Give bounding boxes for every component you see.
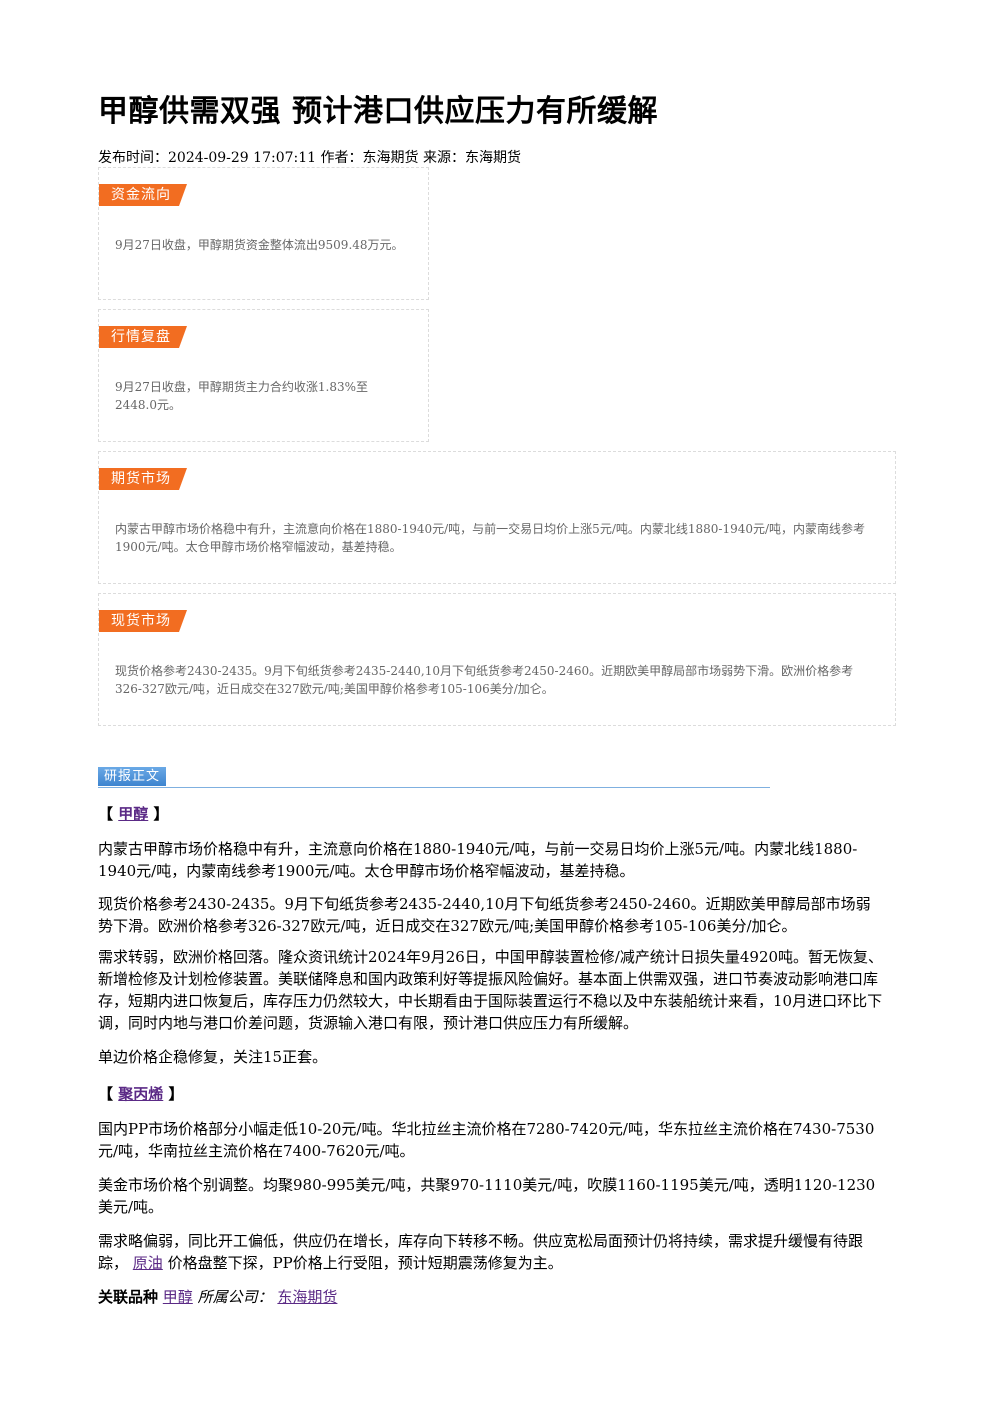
paragraph: 需求转弱，欧洲价格回落。隆众资讯统计2024年9月26日，中国甲醇装置检修/减产… [98,948,884,1032]
polypropylene-link[interactable]: 聚丙烯 [118,1085,164,1103]
paragraph: 现货价格参考2430-2435。9月下旬纸货参考2435-2440,10月下旬纸… [98,895,871,935]
summary-text: 9月27日收盘，甲醇期货主力合约收涨1.83%至2448.0元。 [115,380,369,412]
source-label: 来源： [422,150,465,166]
summary-text: 9月27日收盘，甲醇期货资金整体流出9509.48万元。 [115,238,404,252]
publish-label: 发布时间： [98,150,168,166]
summary-tag: 期货市场 [99,468,187,490]
summary-box-market-review: 行情复盘 9月27日收盘，甲醇期货主力合约收涨1.83%至2448.0元。 [98,309,429,442]
summary-box-fund-flow: 资金流向 9月27日收盘，甲醇期货资金整体流出9509.48万元。 [98,167,429,300]
section-heading-polypropylene: 【 聚丙烯 】 [98,1085,184,1103]
author: 东海期货 [362,150,419,166]
summary-tag: 现货市场 [99,610,187,632]
crude-oil-link[interactable]: 原油 [132,1254,163,1272]
paragraph: 内蒙古甲醇市场价格稳中有升，主流意向价格在1880-1940元/吨，与前一交易日… [98,840,858,880]
summary-box-spot-market: 现货市场 现货价格参考2430-2435。9月下旬纸货参考2435-2440,1… [98,593,896,726]
paragraph: 美金市场价格个别调整。均聚980-995美元/吨，共聚970-1110美元/吨，… [98,1176,876,1216]
summary-text: 内蒙古甲醇市场价格稳中有升，主流意向价格在1880-1940元/吨，与前一交易日… [115,522,866,554]
summary-tag: 资金流向 [99,184,187,206]
report-heading-bar: 研报正文 [98,767,770,788]
company-link[interactable]: 东海期货 [277,1288,338,1306]
article-title: 甲醇供需双强 预计港口供应压力有所缓解 [98,94,658,129]
report-heading: 研报正文 [98,767,167,786]
company-label: 所属公司： [197,1288,273,1306]
article-meta: 发布时间：2024-09-29 17:07:11 作者：东海期货 来源：东海期货 [98,147,521,167]
section-heading-methanol: 【 甲醇 】 [98,805,169,823]
publish-time: 2024-09-29 17:07:11 [168,150,317,166]
paragraph: 单边价格企稳修复，关注15正套。 [98,1048,328,1066]
related-label: 关联品种 [98,1288,159,1306]
related-product-link[interactable]: 甲醇 [162,1288,193,1306]
summary-tag: 行情复盘 [99,326,187,348]
paragraph: 国内PP市场价格部分小幅走低10-20元/吨。华北拉丝主流价格在7280-742… [98,1120,875,1160]
summary-box-futures-market: 期货市场 内蒙古甲醇市场价格稳中有升，主流意向价格在1880-1940元/吨，与… [98,451,896,584]
summary-text: 现货价格参考2430-2435。9月下旬纸货参考2435-2440,10月下旬纸… [115,664,854,696]
paragraph: 需求略偏弱，同比开工偏低，供应仍在增长，库存向下转移不畅。供应宽松局面预计仍将持… [98,1232,864,1272]
related-products: 关联品种 甲醇 所属公司： 东海期货 [98,1286,337,1307]
source: 东海期货 [464,150,521,166]
author-label: 作者： [320,150,363,166]
methanol-link[interactable]: 甲醇 [118,805,149,823]
